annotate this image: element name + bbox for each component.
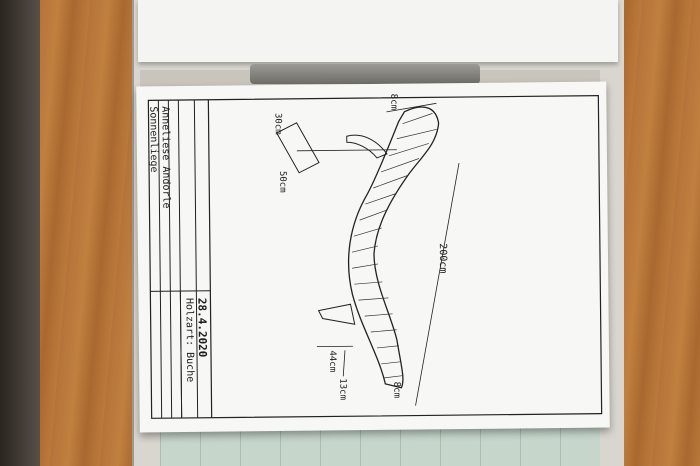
drawing-lines <box>147 95 603 419</box>
drawing-title: Sonnenliege <box>147 106 160 173</box>
dimension-length: 200cm <box>436 243 449 274</box>
dimension-foot: 13cm <box>337 378 348 401</box>
dimension-top: 8cm <box>388 93 399 111</box>
dimension-width: 30cm <box>272 112 283 135</box>
top-page <box>138 0 618 62</box>
dimension-base: 44cm <box>326 350 338 373</box>
technical-drawing-sheet: Anneliese Andorle Sonnenliege 28.4.2020 … <box>136 81 610 433</box>
dimension-end: 8cm <box>391 381 402 399</box>
ring-mechanism <box>250 64 480 84</box>
wood-material: Holzart: Buche <box>183 297 196 383</box>
dimension-depth: 50cm <box>277 170 288 193</box>
author-name: Anneliese Andorle <box>159 106 172 209</box>
drawing-date: 28.4.2020 <box>195 297 210 358</box>
